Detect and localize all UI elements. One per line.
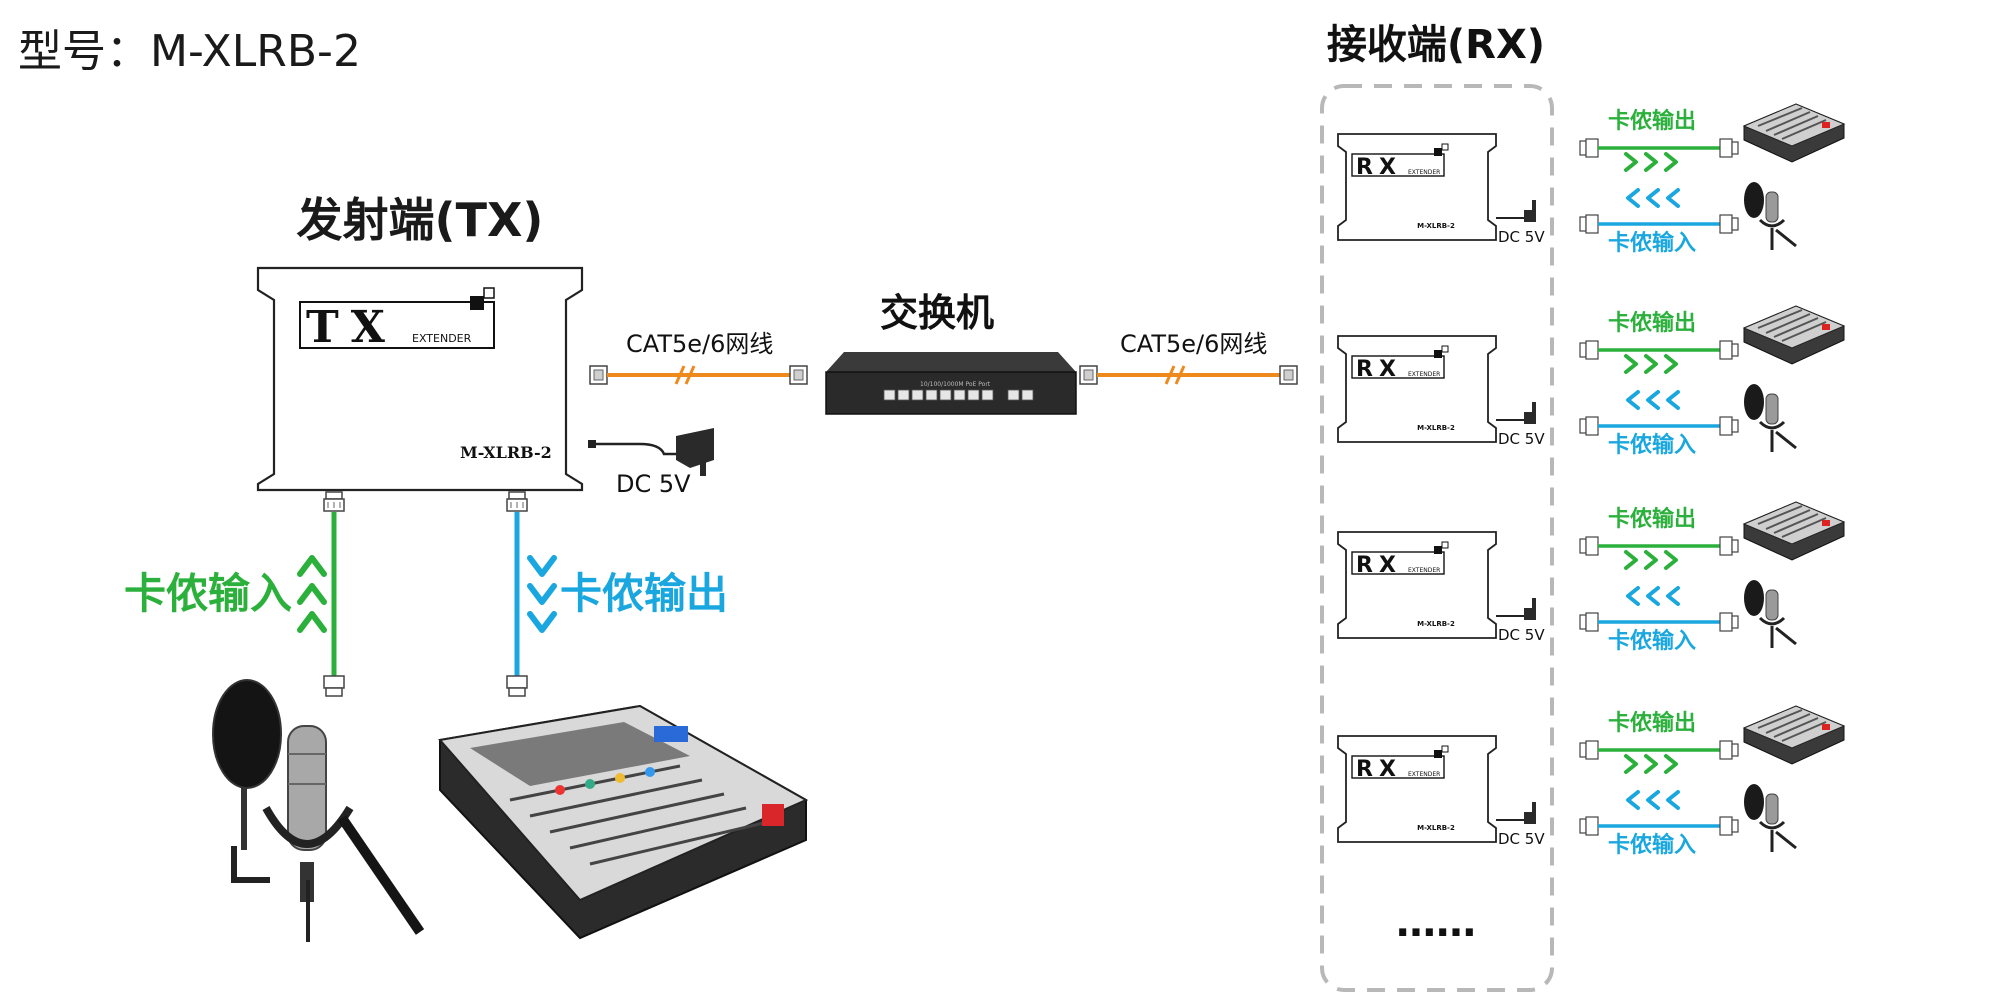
rx-input-arrows	[1626, 390, 1680, 410]
tx-xlr-output-connector	[506, 491, 528, 512]
tx-output-arrows	[527, 555, 557, 633]
rx-unit-2: RX EXTENDER M-XLRB-2 DC 5V 卡侬输出	[1337, 305, 1845, 458]
rx-more-indicator: ……	[1396, 900, 1476, 946]
rx-unit-4: RX EXTENDER M-XLRB-2 DC 5V 卡侬输出	[1337, 705, 1845, 858]
switch-right-plug	[1079, 365, 1098, 385]
switch-label: 交换机	[880, 291, 994, 335]
rx-model-label: M-XLRB-2	[1417, 620, 1455, 628]
rx-dc-label: DC 5V	[1498, 228, 1545, 246]
tx-logo: TX EXTENDER	[299, 287, 495, 353]
tx-dc-label: DC 5V	[616, 470, 691, 498]
rx-input-arrows	[1626, 586, 1680, 606]
rx-mixer-icon	[1743, 305, 1845, 365]
rx-microphone-icon	[1742, 180, 1798, 252]
rx-logo-sub: EXTENDER	[1408, 169, 1440, 176]
rx-model-label: M-XLRB-2	[1417, 824, 1455, 832]
rx-heading: 接收端(RX)	[1327, 22, 1545, 68]
rx-unit-3: RX EXTENDER M-XLRB-2 DC 5V 卡侬输出	[1337, 501, 1845, 654]
audio-mixer-icon	[438, 704, 809, 940]
tx-xlr-input-connector	[323, 491, 345, 512]
rx-output-arrows	[1624, 152, 1678, 172]
right-cable-label: CAT5e/6网线	[1120, 330, 1267, 358]
rx-logo-sub: EXTENDER	[1408, 771, 1440, 778]
model-title: 型号：M-XLRB-2	[18, 26, 361, 77]
rx-input-label: 卡侬输入	[1608, 628, 1696, 654]
rx-logo	[1351, 755, 1445, 779]
rx-dc-label: DC 5V	[1498, 830, 1545, 848]
rx-dc-label: DC 5V	[1498, 430, 1545, 448]
rx-output-label: 卡侬输出	[1608, 310, 1696, 336]
tx-output-label: 卡侬输出	[560, 569, 728, 618]
rx-output-label: 卡侬输出	[1608, 710, 1696, 736]
tx-logo-sub: EXTENDER	[412, 332, 472, 345]
rx-microphone-icon	[1742, 382, 1798, 454]
rx-output-arrows	[1624, 550, 1678, 570]
condenser-microphone-icon	[212, 679, 425, 942]
rx-input-label: 卡侬输入	[1608, 832, 1696, 858]
tx-input-label: 卡侬输入	[124, 569, 292, 618]
rx-power-adapter	[1496, 802, 1536, 824]
rx-power-adapter	[1496, 402, 1536, 424]
rx-output-label: 卡侬输出	[1608, 506, 1696, 532]
rx-output-label: 卡侬输出	[1608, 108, 1696, 134]
rx-mixer-icon	[1743, 103, 1845, 163]
rx-output-arrows	[1624, 754, 1678, 774]
switch-left-plug	[789, 365, 808, 385]
rx-logo	[1351, 551, 1445, 575]
rx-mixer-icon	[1743, 501, 1845, 561]
rx-logo-text: RX	[1356, 553, 1402, 578]
rx-model-label: M-XLRB-2	[1417, 222, 1455, 230]
rx-logo-sub: EXTENDER	[1408, 567, 1440, 574]
tx-model-label: M-XLRB-2	[460, 443, 552, 462]
rx-microphone-icon	[1742, 578, 1798, 650]
rx-logo-text: RX	[1356, 357, 1402, 382]
switch-face-text: 10/100/1000M PoE Port	[920, 381, 991, 388]
rx-microphone-icon	[1742, 782, 1798, 854]
rx-input-label: 卡侬输入	[1608, 230, 1696, 256]
rx-input-label: 卡侬输入	[1608, 432, 1696, 458]
rx-group-frame	[1320, 84, 1554, 992]
tx-input-arrows	[297, 555, 327, 633]
tx-logo-text: TX	[306, 302, 397, 353]
rx-mixer-icon	[1743, 705, 1845, 765]
rx-output-arrows	[1624, 354, 1678, 374]
rx-logo	[1351, 355, 1445, 379]
rx-network-plug	[1279, 365, 1298, 385]
rx-model-label: M-XLRB-2	[1417, 424, 1455, 432]
rx-input-arrows	[1626, 188, 1680, 208]
tx-heading: 发射端(TX)	[297, 193, 544, 247]
network-switch-icon: 10/100/1000M PoE Port	[825, 352, 1077, 415]
rx-logo-sub: EXTENDER	[1408, 371, 1440, 378]
rx-logo	[1351, 153, 1445, 177]
tx-power-adapter	[588, 428, 714, 476]
rx-input-arrows	[1626, 790, 1680, 810]
rx-logo-text: RX	[1356, 155, 1402, 180]
rx-power-adapter	[1496, 598, 1536, 620]
rx-dc-label: DC 5V	[1498, 626, 1545, 644]
left-cable-label: CAT5e/6网线	[626, 330, 773, 358]
rx-logo-text: RX	[1356, 757, 1402, 782]
tx-network-plug	[589, 365, 608, 385]
rx-power-adapter	[1496, 200, 1536, 222]
rx-unit-1: RX EXTENDER M-XLRB-2 DC 5V 卡侬输出	[1337, 103, 1845, 256]
